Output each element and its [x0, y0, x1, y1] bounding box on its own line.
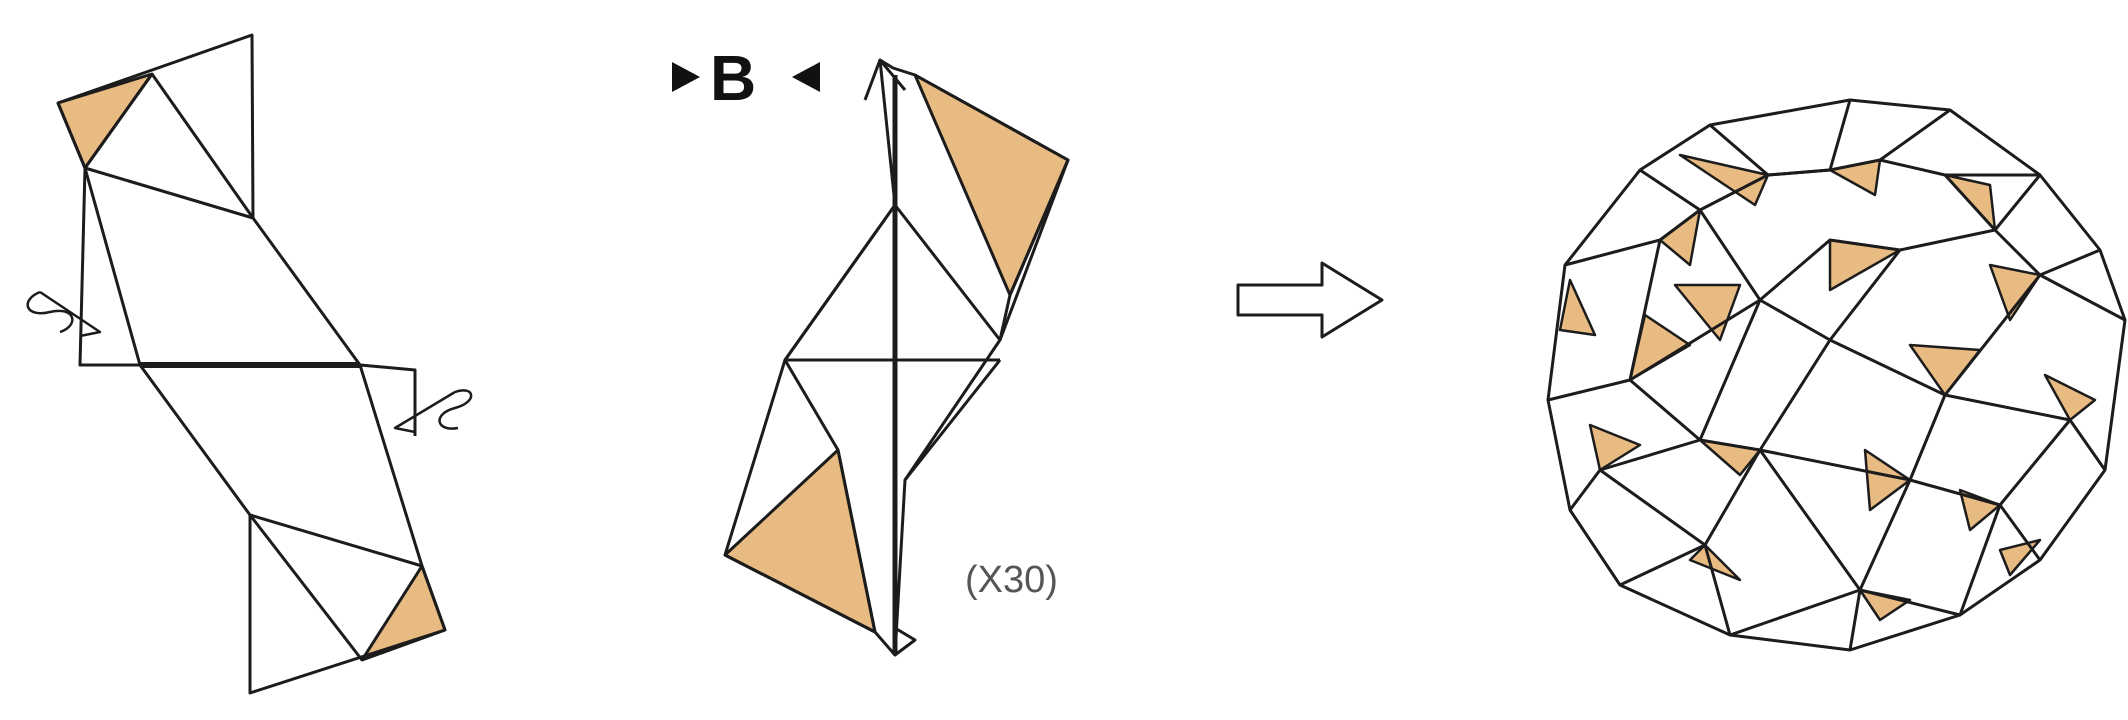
facet-line	[1600, 470, 1705, 545]
fold-line	[140, 365, 250, 515]
right-outline-arrow-icon	[1238, 263, 1382, 337]
fold-arrow-icon	[28, 292, 100, 336]
fold-arrow-icon	[395, 390, 471, 432]
assembled-polyhedron	[1548, 100, 2125, 650]
label-b-group: B	[672, 42, 820, 114]
fold-line	[360, 365, 422, 566]
facet-line	[1730, 505, 2000, 635]
label-b: B	[710, 42, 756, 114]
facet-line	[1850, 590, 1860, 650]
fold-line	[250, 515, 422, 566]
tan-triangle	[362, 566, 445, 660]
fold-line	[785, 205, 895, 360]
fold-line	[785, 360, 838, 450]
pointer-right-icon	[672, 62, 700, 92]
multiplier-label: (X30)	[965, 559, 1058, 601]
fold-line	[253, 218, 360, 365]
facet-line	[1760, 340, 1945, 480]
pointer-left-icon	[792, 62, 820, 92]
fold-line	[865, 60, 880, 100]
fold-line	[152, 74, 253, 218]
fold-line	[250, 515, 362, 660]
facet-line	[1910, 420, 2070, 505]
fold-line	[85, 168, 140, 365]
facet-line	[1880, 110, 1950, 160]
fold-line	[905, 360, 1000, 480]
fold-line	[895, 628, 915, 655]
unit-diagram-step1	[28, 35, 471, 693]
facet-line	[1945, 275, 2125, 395]
